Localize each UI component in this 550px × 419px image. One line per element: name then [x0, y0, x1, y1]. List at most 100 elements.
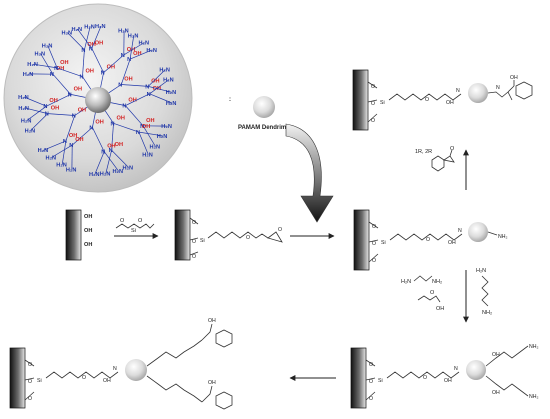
dendrimer-bond: [123, 42, 145, 56]
s6-o-2: O: [28, 379, 32, 385]
dendrimer-bond: [70, 94, 86, 98]
s3-dendrimer: [468, 222, 488, 242]
dendrimer-bond: [30, 113, 49, 131]
dendrimer-bond: [111, 123, 114, 151]
dendrimer-n-gen1: N: [101, 71, 105, 77]
dendrimer-nh2-terminal: H₂N: [42, 44, 53, 50]
dendrimer-bond: [74, 106, 88, 116]
reagent-cyclohexyl-epoxide: 1R, 2R O: [415, 146, 455, 172]
dendrimer-nh2-terminal: H₂N: [139, 41, 150, 47]
s5-dendrimer: [466, 360, 486, 380]
ether-o: O: [246, 235, 250, 241]
dendrimer-bond: [82, 76, 92, 90]
dendrimer-oh-gen1: OH: [95, 119, 103, 125]
dendrimer-bond: [121, 84, 149, 87]
s4-nh: N: [496, 85, 500, 91]
dendrimer-nh2-terminal: H₂N: [142, 152, 153, 158]
s3-ether-o: O: [426, 237, 430, 243]
pamam-dendrimer-illustration: NOHNOHH₂NH₂NNOHH₂NH₂NNOHNOHH₂NH₂NNOHH₂NH…: [3, 3, 193, 193]
dendrimer-n-gen2: N: [127, 57, 131, 63]
dendrimer-nh2-terminal: H₂N: [56, 163, 67, 169]
silane-o-2: O: [192, 239, 196, 245]
dendrimer-oh-gen1: OH: [86, 69, 94, 75]
big-curved-arrow: [285, 123, 334, 223]
reagent-silane-o2: O: [138, 218, 143, 224]
dendrimer-n-gen1: N: [122, 104, 126, 110]
dendrimer-n-gen2: N: [54, 66, 58, 72]
s3-n: N: [458, 228, 462, 234]
dendrimer-bond: [111, 149, 129, 168]
dendrimer-n-gen2: N: [140, 124, 144, 130]
reagent-nh2-2: NH₂: [482, 310, 492, 316]
s4-dendrimer: [468, 83, 488, 103]
s5-oh: OH: [444, 378, 452, 384]
dendrimer-oh-gen1: OH: [117, 115, 125, 121]
dendrimer-oh-gen2: OH: [107, 144, 115, 150]
dendrimer-oh-gen2: OH: [69, 133, 77, 139]
dendrimer-core: [85, 87, 111, 113]
dendrimer-oh-gen2: OH: [133, 51, 141, 57]
dendrimer-nh2-terminal: H₂N: [62, 31, 73, 37]
dendrimer-bond: [108, 84, 122, 94]
s4-si: Si: [380, 100, 385, 106]
s6-si: Si: [37, 378, 42, 384]
dendrimer-oh-gen2: OH: [87, 42, 95, 48]
dendrimer-oh-gen1: OH: [107, 65, 115, 71]
s4-ether-o: O: [425, 97, 429, 103]
dendrimer-nh2-terminal: H₂N: [46, 156, 57, 162]
dendrimer-nh2-terminal: H₂N: [18, 106, 29, 112]
s3-o-1: O: [372, 224, 376, 230]
dendrimer-n-gen2: N: [89, 46, 93, 52]
dendrimer-bond: [125, 105, 144, 127]
dendrimer-bond: [147, 69, 166, 87]
dendrimer-n-gen1: N: [111, 121, 115, 127]
dendrimer-nh2-terminal: H₂N: [23, 72, 34, 78]
dendrimer-bond: [138, 131, 163, 137]
s5-nh2-2: NH₂: [529, 394, 539, 400]
dendrimer-oh-gen2: OH: [127, 47, 135, 53]
dendrimer-bond: [23, 96, 47, 107]
dendrimer-bond: [33, 63, 58, 69]
dendrimer-nh2-terminal: H₂N: [18, 95, 29, 101]
dendrimer-bond: [104, 110, 114, 124]
dendrimer-bond: [77, 28, 93, 49]
silane-o-1: O: [192, 220, 196, 226]
dendrimer-oh-gen2: OH: [146, 118, 154, 124]
dendrimer-oh-gen2: OH: [115, 142, 123, 148]
dendrimer-bond: [92, 112, 96, 128]
dendrimer-bond: [149, 79, 170, 95]
s5-si: Si: [378, 378, 383, 384]
dendrimer-bond: [46, 94, 71, 107]
dendrimer-bond: [67, 32, 85, 51]
dendrimer-bond: [24, 107, 48, 114]
dendrimer-n-gen2: N: [145, 84, 149, 90]
dendrimer-bond: [110, 102, 126, 106]
dendrimer-nh2-terminal: H₂N: [72, 27, 83, 33]
surface-oh-3: OH: [84, 242, 92, 248]
surface-bottom-left: O O O Si O OH N OH OH: [9, 318, 233, 410]
dendrimer-oh-gen2: OH: [75, 137, 83, 143]
dendrimer-bond: [91, 48, 104, 73]
dendrimer-nh2-terminal: H₂N: [38, 148, 49, 154]
surface-top-right: O O O Si O OH N N OH: [352, 69, 533, 131]
dendrimer-n-gen1: N: [72, 114, 76, 120]
dendrimer-bond: [94, 151, 105, 175]
s4-n: N: [456, 88, 460, 94]
s4-o-3: O: [371, 118, 375, 124]
dendrimer-nh2-terminal: H₂N: [161, 124, 172, 130]
dendrimer-nh2-terminal: H₂N: [113, 169, 124, 175]
dendrimer-bond: [26, 105, 47, 121]
reagent-silane-si: Si: [131, 228, 136, 234]
dendrimer-nh2-terminal: H₂N: [166, 90, 177, 96]
dendrimer-nh2-terminal: H₂N: [21, 119, 32, 125]
reagent-ether-o: O: [430, 290, 435, 296]
dendrimer-bond: [125, 93, 150, 106]
dendrimer-oh-gen1: OH: [74, 86, 82, 92]
dendrimer-bond: [103, 54, 125, 73]
dendrimer-n-gen2: N: [81, 48, 85, 54]
dendrimer-nh2-terminal: H₂N: [157, 134, 168, 140]
dendrimer-nh2-terminal: H₂N: [146, 48, 157, 54]
reagent-h2n-1: H₂N: [401, 279, 411, 285]
s3-nh2: NH₂: [498, 234, 508, 240]
dendrimer-bond: [103, 151, 119, 172]
